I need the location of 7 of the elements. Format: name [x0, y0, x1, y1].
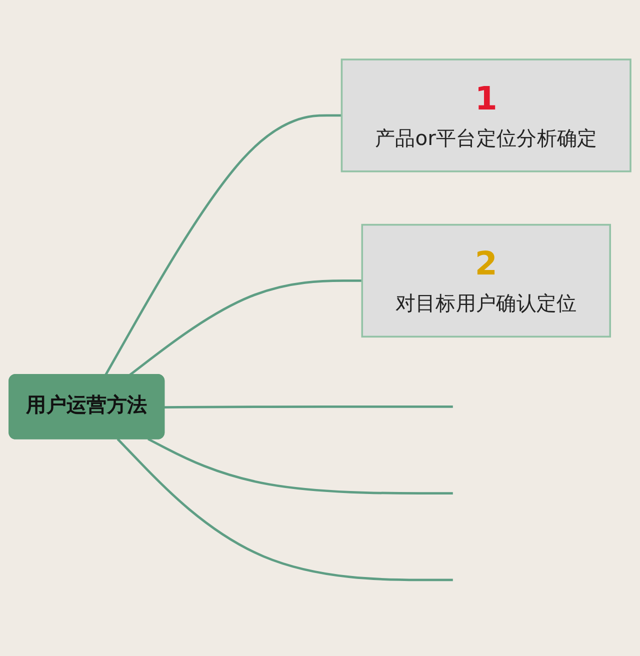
- connector: [164, 405, 453, 408]
- connector: [104, 114, 342, 376]
- connector: [128, 280, 362, 376]
- node-box: 2 对目标用户确认定位: [361, 224, 611, 338]
- node-box: 1 产品or平台定位分析确定: [340, 58, 632, 172]
- connector: [116, 438, 453, 582]
- connector: [148, 438, 453, 494]
